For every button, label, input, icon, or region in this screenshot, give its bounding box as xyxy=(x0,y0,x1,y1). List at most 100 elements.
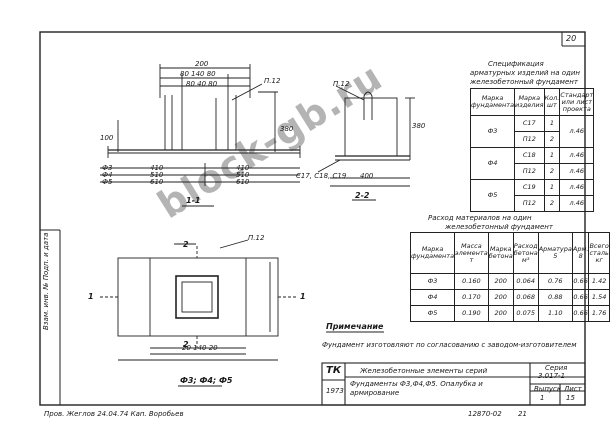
section-1-1-title: 1-1 xyxy=(186,196,201,205)
spec-cell: Ф5 xyxy=(469,179,516,212)
spec-cell: Ф3 xyxy=(469,115,516,148)
rebar-label: П.12 xyxy=(248,234,265,242)
spec-cell: 2 xyxy=(543,163,561,180)
plan-drawing xyxy=(100,239,296,361)
section-2-2-drawing xyxy=(317,85,415,187)
materials-table: Марка фундамента Масса элемента т Марка … xyxy=(409,232,610,322)
spec-cell: 2 xyxy=(543,131,561,148)
materials-header-cell: Расход бетона м³ xyxy=(512,232,539,274)
tk-label: ТК xyxy=(326,365,341,376)
spec-cell: л.46 xyxy=(559,195,595,212)
spec-header-cell: Марка изделия xyxy=(514,88,545,116)
materials-header-cell: Арм. 8 xyxy=(571,232,590,274)
note-text: Фундамент изготовляют по согласованию с … xyxy=(322,341,577,349)
sheet-value: 15 xyxy=(566,394,575,402)
materials-cell: 0.190 xyxy=(454,305,489,322)
spec-title-3: железобетонный фундамент xyxy=(470,78,578,86)
spec-cell: 2 xyxy=(543,195,561,212)
materials-cell: 0.160 xyxy=(454,273,489,290)
materials-cell: 0.76 xyxy=(537,273,573,290)
spec-cell: л.46 xyxy=(559,179,595,196)
dim-label: 410 xyxy=(150,164,164,172)
materials-cell: 0.170 xyxy=(454,289,489,306)
spec-cell: П12 xyxy=(514,195,545,212)
spec-header-cell: Кол. шт xyxy=(543,88,561,116)
spec-cell: л.46 xyxy=(559,163,595,180)
materials-cell: Ф3 xyxy=(409,273,456,290)
title-block-lines xyxy=(321,362,586,406)
sheet-frame xyxy=(39,31,586,406)
dim-label: 380 xyxy=(412,122,426,130)
materials-cell: 200 xyxy=(487,305,514,322)
materials-title-1: Расход материалов на один xyxy=(428,214,532,222)
dim-label: 410 xyxy=(236,164,250,172)
dim-label: 20 140 20 xyxy=(182,344,218,352)
cut-mark-1-right: 1 xyxy=(300,292,306,301)
row-label: Ф5 xyxy=(102,178,113,186)
dim-label: 400 xyxy=(360,172,374,180)
materials-cell: 1.42 xyxy=(588,273,610,290)
dim-label: 200 xyxy=(195,60,209,68)
materials-header-cell: Масса элемента т xyxy=(454,232,489,274)
spec-cell: С19 xyxy=(514,179,545,196)
note-heading: Примечание xyxy=(326,322,384,331)
series-title: Железобетонные элементы серий xyxy=(360,367,488,375)
dim-label: 380 xyxy=(280,125,294,133)
spec-cell: л.46 xyxy=(559,147,595,164)
dim-label: 610 xyxy=(236,178,250,186)
materials-cell: Ф5 xyxy=(409,305,456,322)
materials-cell: 200 xyxy=(487,289,514,306)
spec-cell: 1 xyxy=(543,147,561,164)
spec-cell: л.46 xyxy=(559,115,595,148)
materials-cell: 0.068 xyxy=(512,289,539,306)
sheet-label: Лист xyxy=(564,385,582,393)
materials-cell: 0.66 xyxy=(571,273,590,290)
series-value: 3.017-1 xyxy=(538,372,566,380)
rebar-label: П.12 xyxy=(264,77,281,85)
dim-label: 610 xyxy=(150,178,164,186)
copy-number: 12870-02 xyxy=(468,410,502,418)
materials-header-cell: Марка фундамента xyxy=(409,232,456,274)
spec-table: Марка фундамента Марка изделия Кол. шт С… xyxy=(469,88,595,212)
dim-label: 510 xyxy=(150,171,164,179)
side-strip-text: Взам. инв. № Подп. и дата xyxy=(42,232,50,330)
dim-label: 80 140 80 xyxy=(180,70,216,78)
drawing-title-1: Фундаменты Ф3,Ф4,Ф5. Опалубка и xyxy=(350,380,483,388)
drawing-title-2: армирование xyxy=(350,389,400,397)
plan-title: Ф3; Ф4; Ф5 xyxy=(180,376,233,385)
section-1-1-drawing xyxy=(100,64,301,186)
spec-title-1: Спецификация xyxy=(488,60,544,68)
rebar-label: П.12 xyxy=(333,80,350,88)
spec-header-cell: Стандарт или лист проекта xyxy=(559,88,595,116)
section-2-2-title: 2-2 xyxy=(355,191,370,200)
spec-cell: С17 xyxy=(514,115,545,132)
dim-label: 80 40 80 xyxy=(186,80,218,88)
materials-cell: 1.76 xyxy=(588,305,610,322)
spec-cell: П12 xyxy=(514,131,545,148)
materials-cell: 0.075 xyxy=(512,305,539,322)
page-number: 20 xyxy=(566,34,577,43)
materials-header-cell: Арматура 5 xyxy=(537,232,573,274)
spec-cell: П12 xyxy=(514,163,545,180)
spec-cell: 1 xyxy=(543,179,561,196)
materials-header-cell: Марка бетона xyxy=(487,232,514,274)
issue-label: Выпуск xyxy=(534,385,562,393)
year-label: 1973 xyxy=(326,387,344,395)
cut-mark-2-bottom: 2 xyxy=(183,340,189,349)
materials-cell: 1.54 xyxy=(588,289,610,306)
row-label: Ф3 xyxy=(102,164,113,172)
signature-line: Пров. Жеглов 24.04.74 Кап. Воробьев xyxy=(44,410,184,418)
materials-cell: 0.66 xyxy=(571,305,590,322)
row-label: Ф4 xyxy=(102,171,113,179)
spec-header-cell: Марка фундамента xyxy=(469,88,516,116)
materials-cell: 1.10 xyxy=(537,305,573,322)
spec-cell: С18 xyxy=(514,147,545,164)
materials-cell: 0.88 xyxy=(537,289,573,306)
spec-cell: Ф4 xyxy=(469,147,516,180)
issue-value: 1 xyxy=(540,394,545,402)
materials-title-2: железобетонный фундамент xyxy=(445,223,553,231)
materials-cell: 0.064 xyxy=(512,273,539,290)
materials-cell: 200 xyxy=(487,273,514,290)
spec-title-2: арматурных изделий на один xyxy=(470,69,580,77)
